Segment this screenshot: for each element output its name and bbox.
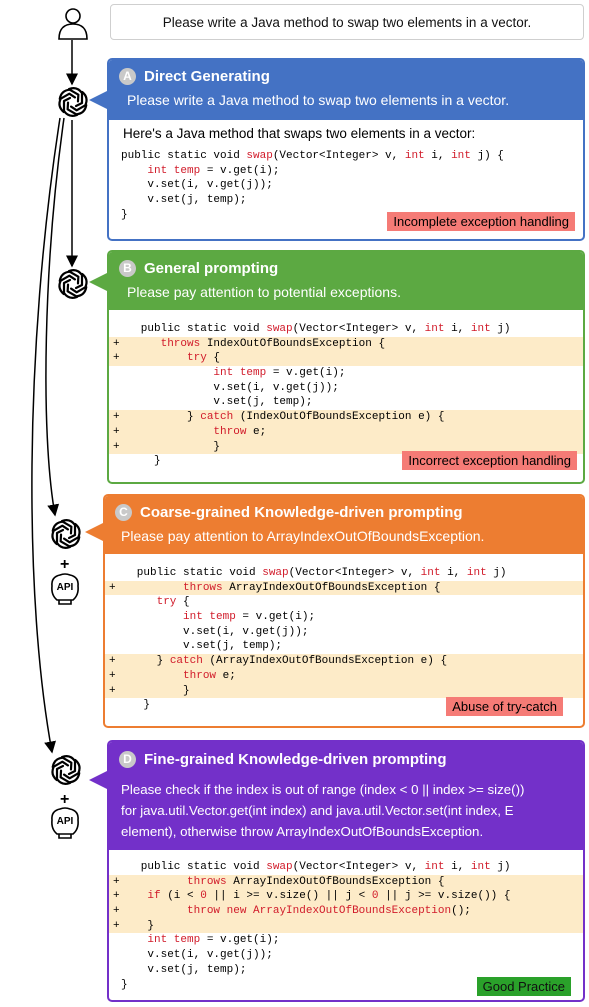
- diff-plus-marker: +: [113, 919, 120, 932]
- code-line-added: + if (i < 0 || i >= v.size() || j < 0 ||…: [109, 889, 583, 905]
- panel-d-title: Fine-grained Knowledge-driven prompting: [144, 750, 447, 768]
- panel-b-code: public static void swap(Vector<Integer> …: [109, 310, 583, 469]
- code-line-added: + }: [109, 918, 583, 934]
- api-label: API: [56, 816, 74, 827]
- code-line: }: [117, 699, 151, 712]
- diff-plus-marker: +: [109, 669, 116, 682]
- code-line-added: + throw e;: [105, 668, 583, 684]
- code-line: public static void swap(Vector<Integer> …: [121, 150, 504, 162]
- panel-d-badge: D: [119, 750, 136, 768]
- panel-a-prompt: Please write a Java method to swap two e…: [127, 92, 510, 108]
- code-line-added: + throws ArrayIndexOutOfBoundsException …: [105, 580, 583, 596]
- panel-fine-grained: D Fine-grained Knowledge-driven prompting…: [107, 740, 585, 1002]
- panel-d-prompt-line-1: Please check if the index is out of rang…: [121, 782, 525, 797]
- api-label: API: [56, 582, 74, 593]
- speech-pointer: [85, 522, 105, 547]
- code-line-added: + throw new ArrayIndexOutOfBoundsExcepti…: [109, 904, 583, 919]
- code-line: int temp = v.get(i);: [183, 611, 316, 624]
- model-icon-a: [55, 84, 91, 125]
- diff-plus-marker: +: [113, 875, 120, 888]
- panel-d-code: public static void swap(Vector<Integer> …: [109, 850, 583, 992]
- code-line: v.set(j, temp);: [121, 194, 247, 207]
- code-line: v.set(j, temp);: [117, 640, 283, 653]
- code-line-added: + }: [105, 683, 583, 699]
- panel-a-result-tag: Incomplete exception handling: [387, 212, 575, 231]
- panel-c-prompt: Please pay attention to ArrayIndexOutOfB…: [121, 528, 485, 544]
- code-line: v.set(j, temp);: [121, 963, 247, 976]
- panel-d-result-tag: Good Practice: [476, 977, 571, 996]
- code-line: public static void swap(Vector<Integer> …: [121, 861, 511, 873]
- diff-plus-marker: +: [113, 337, 120, 350]
- code-line: v.set(j, temp);: [121, 396, 313, 409]
- panel-c-title: Coarse-grained Knowledge-driven promptin…: [140, 503, 463, 521]
- api-gear-icon: API: [48, 572, 82, 611]
- diff-plus-marker: +: [109, 581, 116, 594]
- code-line: public static void swap(Vector<Integer> …: [121, 323, 511, 335]
- panel-coarse-grained: C Coarse-grained Knowledge-driven prompti…: [103, 494, 585, 728]
- arrow-to-d: [31, 117, 61, 754]
- code-line-added: + }: [109, 439, 583, 455]
- panel-d-header: D Fine-grained Knowledge-driven prompting…: [109, 742, 583, 850]
- model-icon-c: [48, 516, 84, 557]
- panel-a-intro: Here's a Java method that swaps two elem…: [123, 126, 476, 141]
- code-line: v.set(i, v.get(j));: [121, 381, 339, 394]
- panel-b-result-tag: Incorrect exception handling: [402, 451, 577, 470]
- diff-plus-marker: +: [109, 655, 116, 668]
- api-gear-icon: API: [48, 806, 82, 845]
- panel-b-header: B General prompting Please pay attention …: [109, 252, 583, 310]
- code-line-added: + throw e;: [109, 424, 583, 440]
- diff-plus-marker: +: [113, 352, 120, 365]
- panel-b-prompt: Please pay attention to potential except…: [127, 284, 401, 300]
- diff-plus-marker: +: [113, 440, 120, 453]
- code-line: int temp = v.get(i);: [147, 934, 280, 947]
- user-prompt-bubble: Please write a Java method to swap two e…: [110, 4, 584, 40]
- panel-c-code: public static void swap(Vector<Integer> …: [105, 554, 583, 713]
- diff-plus-marker: +: [109, 684, 116, 697]
- code-line: v.set(i, v.get(j));: [121, 949, 273, 962]
- code-line: public static void swap(Vector<Integer> …: [117, 567, 507, 579]
- code-line-added: + } catch (IndexOutOfBoundsException e) …: [109, 410, 583, 425]
- code-line: }: [121, 208, 128, 221]
- code-line: }: [121, 978, 128, 991]
- code-line: int temp = v.get(i);: [213, 367, 346, 380]
- diff-plus-marker: +: [113, 411, 120, 424]
- panel-a-code: public static void swap(Vector<Integer> …: [109, 141, 583, 222]
- diff-plus-marker: +: [113, 905, 120, 918]
- code-line-added: + throws ArrayIndexOutOfBoundsException …: [109, 874, 583, 890]
- panel-c-result-tag: Abuse of try-catch: [446, 697, 563, 716]
- panel-d-prompt-line-2: for java.util.Vector.get(int index) and …: [121, 803, 514, 818]
- panel-direct-generating: A Direct Generating Please write a Java m…: [107, 58, 585, 241]
- diff-plus-marker: +: [113, 425, 120, 438]
- panel-b-title: General prompting: [144, 259, 279, 277]
- panel-a-badge: A: [119, 67, 136, 85]
- code-line-added: + } catch (ArrayIndexOutOfBoundsExceptio…: [105, 654, 583, 669]
- code-line: try {: [156, 596, 190, 609]
- user-icon: [58, 8, 88, 40]
- panel-a-title: Direct Generating: [144, 67, 270, 85]
- panel-general-prompting: B General prompting Please pay attention …: [107, 250, 585, 484]
- code-line: v.set(i, v.get(j));: [121, 179, 273, 192]
- speech-pointer: [89, 770, 109, 795]
- panel-b-badge: B: [119, 259, 136, 277]
- code-line: }: [121, 455, 161, 468]
- arrow-to-c: [45, 117, 65, 517]
- code-line: int temp = v.get(i);: [147, 164, 280, 177]
- plus-sign: +: [60, 556, 70, 573]
- panel-a-header: A Direct Generating Please write a Java m…: [109, 60, 583, 120]
- model-icon-d: [48, 752, 84, 793]
- code-line: v.set(i, v.get(j));: [117, 625, 309, 638]
- panel-d-prompt-line-3: element), otherwise throw ArrayIndexOutO…: [121, 824, 484, 839]
- plus-sign: +: [60, 791, 70, 808]
- panel-c-badge: C: [115, 503, 132, 521]
- diff-plus-marker: +: [113, 890, 120, 903]
- model-icon-b: [55, 266, 91, 307]
- code-line-added: + throws IndexOutOfBoundsException {: [109, 336, 583, 352]
- speech-pointer: [89, 272, 109, 297]
- panel-c-header: C Coarse-grained Knowledge-driven prompti…: [105, 496, 583, 554]
- speech-pointer: [89, 90, 109, 115]
- code-line-added: + try {: [109, 351, 583, 367]
